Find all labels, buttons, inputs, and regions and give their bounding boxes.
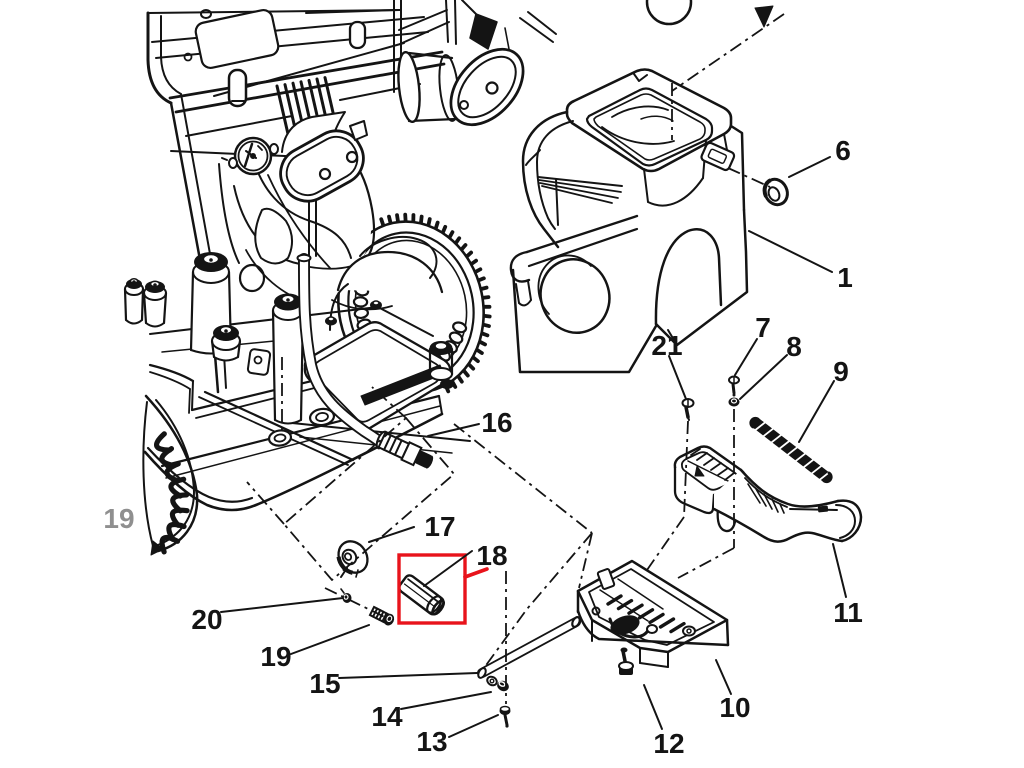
- svg-text:15: 15: [309, 668, 340, 699]
- svg-text:9: 9: [833, 356, 849, 387]
- svg-text:7: 7: [755, 312, 771, 343]
- svg-text:16: 16: [481, 407, 512, 438]
- svg-text:13: 13: [416, 726, 447, 757]
- svg-text:19: 19: [260, 641, 291, 672]
- svg-text:6: 6: [835, 135, 851, 166]
- svg-text:10: 10: [719, 692, 750, 723]
- svg-text:19: 19: [103, 503, 134, 534]
- svg-text:11: 11: [833, 597, 863, 628]
- svg-text:12: 12: [653, 728, 684, 759]
- svg-text:18: 18: [476, 540, 507, 571]
- svg-text:8: 8: [786, 331, 802, 362]
- svg-text:14: 14: [371, 701, 403, 732]
- svg-text:17: 17: [424, 511, 455, 542]
- svg-text:21: 21: [651, 330, 682, 361]
- svg-text:20: 20: [191, 604, 222, 635]
- svg-text:1: 1: [837, 262, 853, 293]
